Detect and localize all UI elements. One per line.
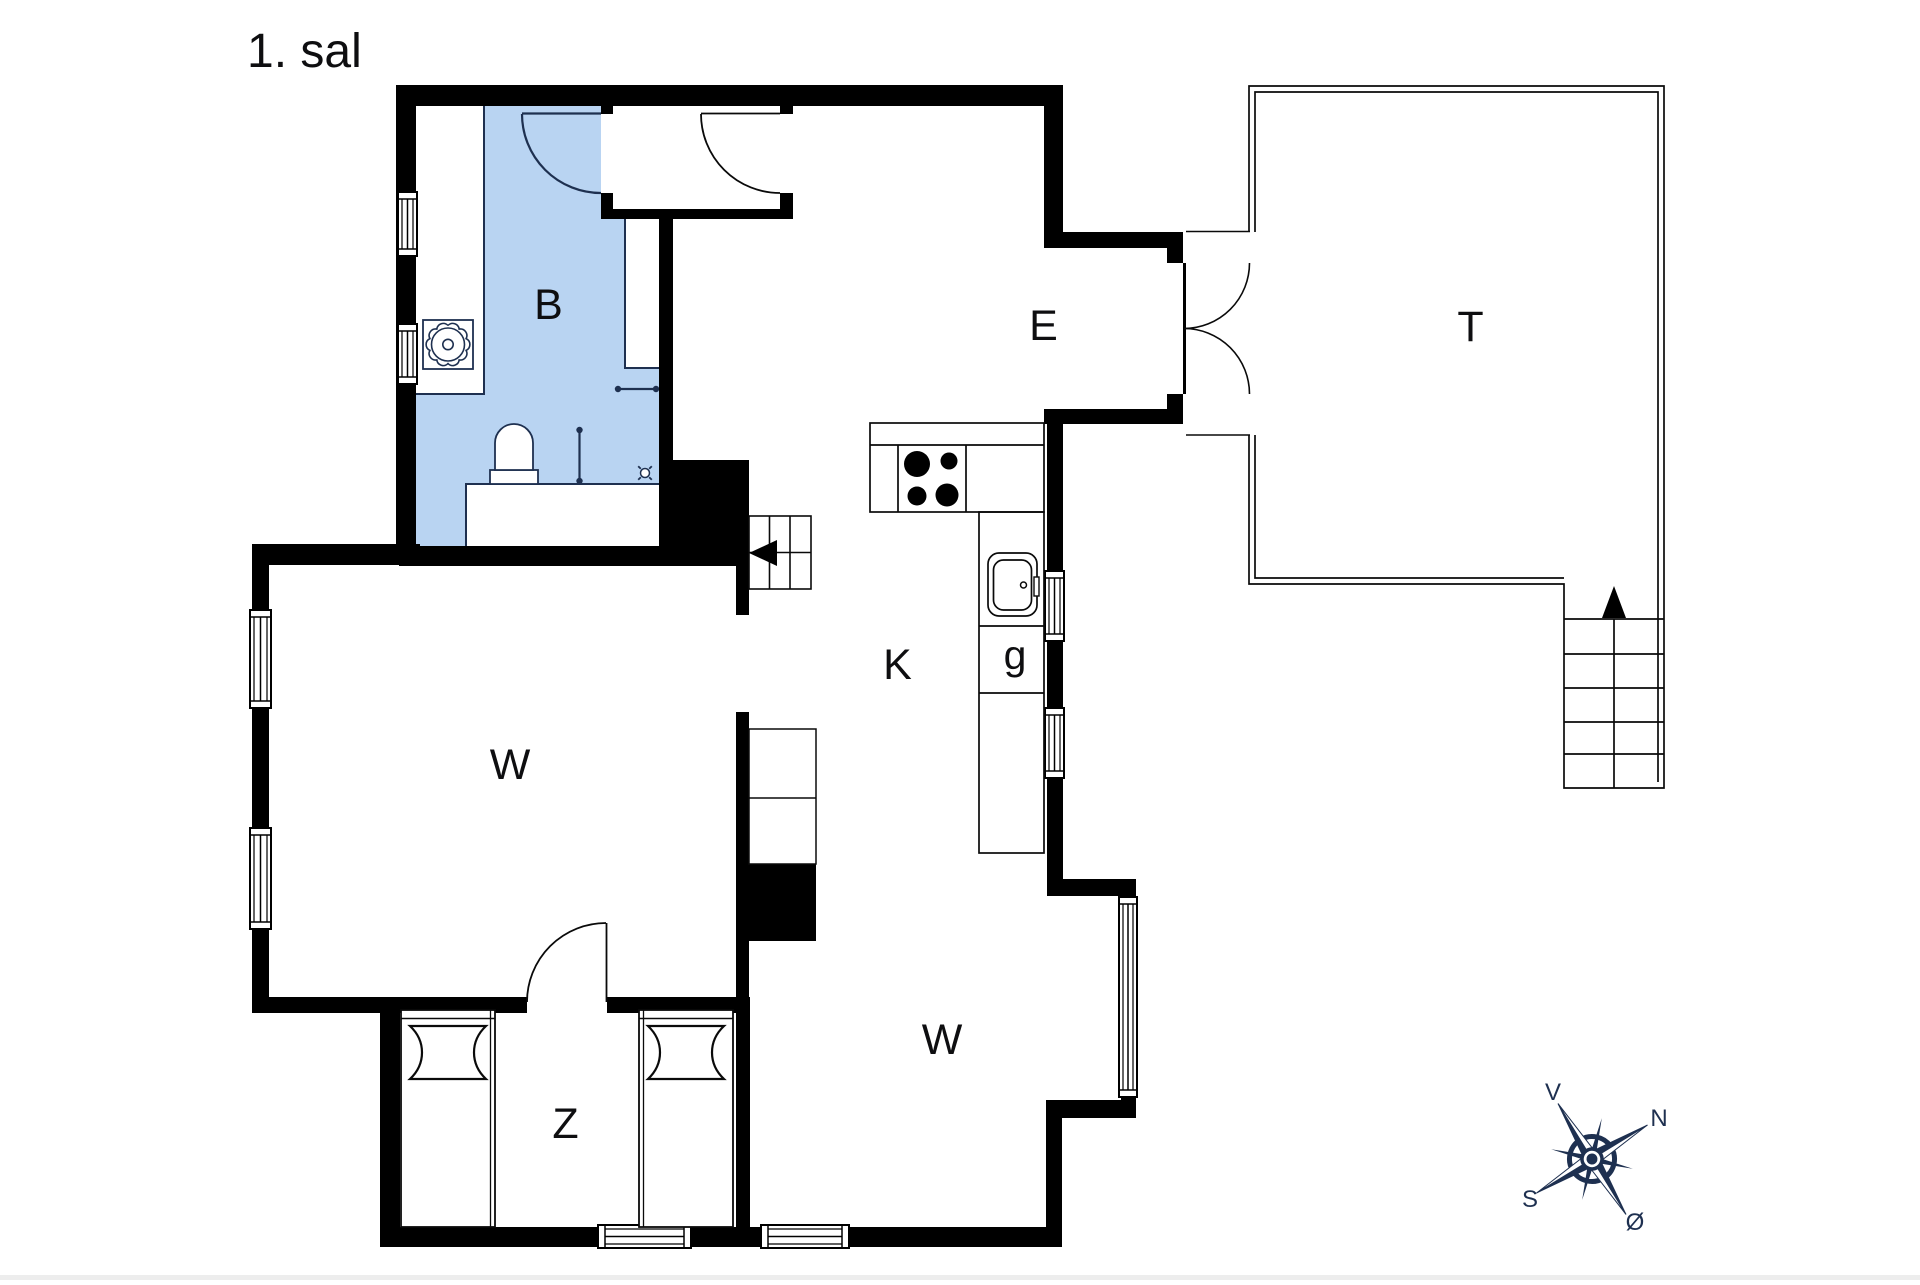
svg-text:T: T [1457, 303, 1483, 351]
svg-text:W: W [490, 741, 531, 789]
svg-text:K: K [883, 641, 912, 689]
svg-text:Ø: Ø [1626, 1209, 1645, 1236]
svg-text:V: V [1545, 1079, 1561, 1106]
svg-text:W: W [922, 1016, 963, 1064]
svg-text:E: E [1029, 302, 1058, 350]
svg-text:S: S [1522, 1186, 1538, 1213]
svg-text:B: B [534, 281, 563, 329]
svg-text:Z: Z [552, 1100, 578, 1148]
svg-text:1. sal: 1. sal [247, 25, 362, 78]
svg-text:N: N [1650, 1105, 1667, 1132]
svg-text:g: g [1004, 632, 1027, 678]
